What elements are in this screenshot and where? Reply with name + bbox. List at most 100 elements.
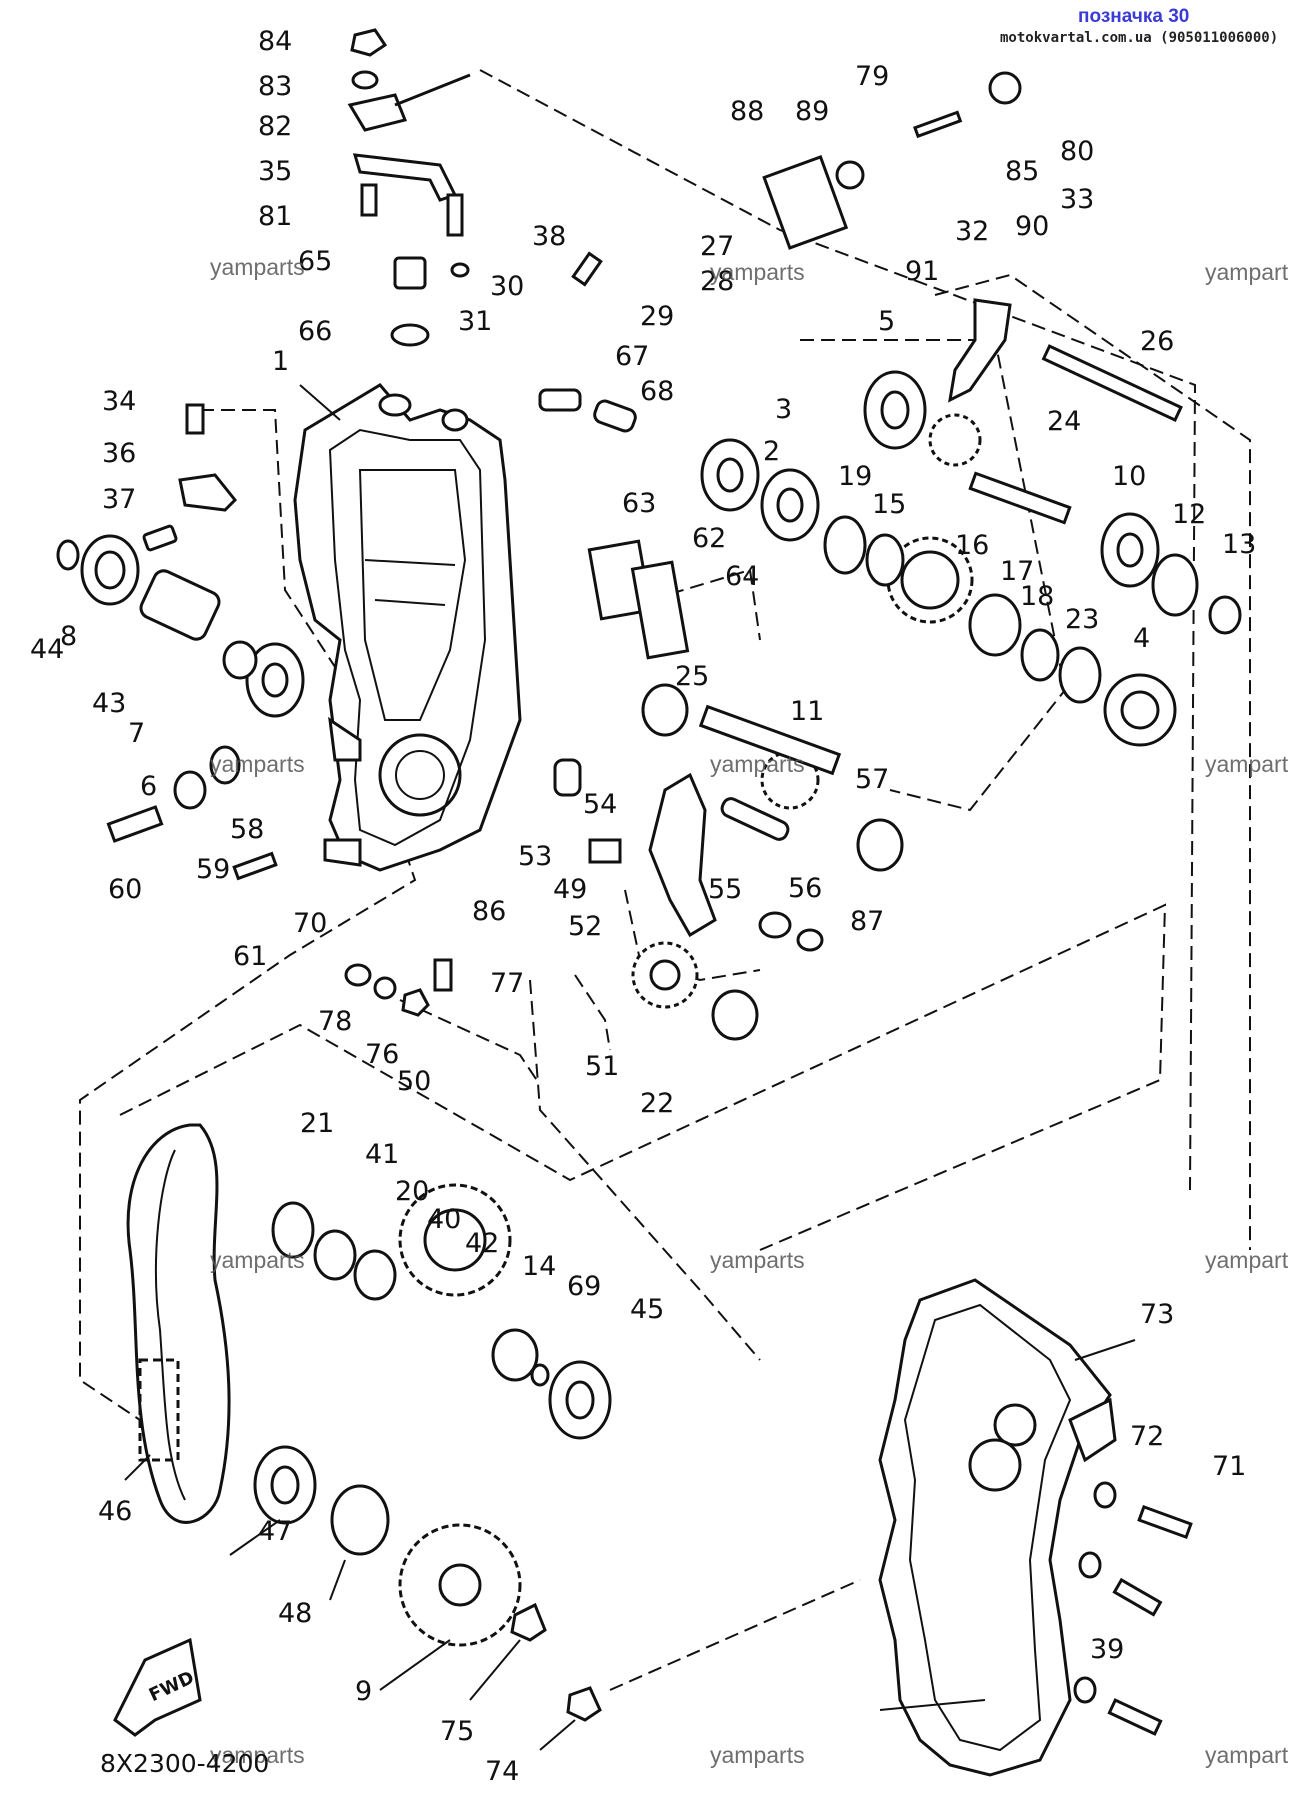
gear-50: [631, 941, 699, 1009]
part-label-45: 45: [630, 1294, 664, 1325]
washer-78: [373, 976, 397, 1000]
part-label-22: 22: [640, 1088, 674, 1119]
part-label-73: 73: [1140, 1299, 1174, 1330]
bush-45: [330, 1484, 390, 1556]
part-label-36: 36: [102, 438, 136, 469]
part-label-69: 69: [567, 1271, 601, 1302]
part-label-72: 72: [1130, 1421, 1164, 1452]
part-label-48: 48: [278, 1598, 312, 1629]
part-label-15: 15: [872, 489, 906, 520]
watermark: yamparts: [710, 1742, 805, 1768]
bolt-27: [571, 251, 603, 287]
part-label-57: 57: [855, 764, 889, 795]
fwd-arrow-icon: FWD: [113, 1637, 202, 1737]
part-label-62: 62: [692, 523, 726, 554]
cap-89: [835, 160, 865, 190]
part-label-6: 6: [140, 771, 157, 802]
bolt-54: [588, 838, 622, 864]
part-label-75: 75: [440, 1716, 474, 1747]
gear-case-cover: [878, 1278, 1117, 1777]
nut-47: [510, 1602, 547, 1642]
washer-55: [758, 911, 792, 939]
bolt-37: [142, 524, 178, 552]
part-label-84: 84: [258, 26, 292, 57]
part-label-74: 74: [485, 1756, 519, 1787]
part-label-35: 35: [258, 156, 292, 187]
part-label-88: 88: [730, 96, 764, 127]
ring-19a: [823, 515, 867, 575]
part-label-34: 34: [102, 386, 136, 417]
cap-80: [988, 71, 1022, 105]
bush-11: [856, 818, 904, 872]
shaft-43: [139, 569, 221, 641]
part-label-58: 58: [230, 814, 264, 845]
bearing-3: [700, 438, 760, 512]
bush-51: [711, 989, 759, 1041]
part-label-65: 65: [298, 246, 332, 277]
part-label-83: 83: [258, 71, 292, 102]
part-label-4: 4: [1133, 623, 1150, 654]
part-label-27: 27: [700, 231, 734, 262]
bracket-36: [178, 473, 238, 512]
bolt-74: [1137, 1504, 1193, 1540]
part-label-81: 81: [258, 201, 292, 232]
part-label-16: 16: [955, 530, 989, 561]
bolt-60: [232, 851, 278, 881]
leader-lines: [124, 384, 1136, 1751]
bearing-parts: [56, 370, 1242, 1556]
bearing-2: [760, 468, 820, 542]
part-label-76: 76: [365, 1039, 399, 1070]
part-label-63: 63: [622, 488, 656, 519]
gear-20: [398, 1183, 512, 1297]
part-label-8: 8: [60, 621, 77, 652]
part-label-46: 46: [98, 1496, 132, 1527]
part-label-31: 31: [458, 306, 492, 337]
part-label-20: 20: [395, 1176, 429, 1207]
part-label-70: 70: [293, 908, 327, 939]
part-label-61: 61: [233, 941, 267, 972]
hose-68: [593, 399, 637, 433]
part-label-13: 13: [1222, 529, 1256, 560]
part-label-51: 51: [585, 1051, 619, 1082]
gear-24: [928, 413, 1072, 525]
part-label-29: 29: [640, 301, 674, 332]
part-label-33: 33: [1060, 184, 1094, 215]
watermarks: yamparts yamparts yampart yamparts yampa…: [210, 254, 1289, 1768]
gear-46: [398, 1523, 522, 1647]
lever-82: [347, 73, 471, 132]
part-label-44: 44: [30, 634, 64, 665]
bolt-71: [1107, 1698, 1163, 1736]
part-label-89: 89: [795, 96, 829, 127]
watermark: yampart: [1205, 1247, 1289, 1273]
part-label-54: 54: [583, 789, 617, 820]
part-label-77: 77: [490, 968, 524, 999]
ring-14: [530, 1363, 550, 1387]
watermark: yampart: [1205, 1742, 1289, 1768]
part-label-23: 23: [1065, 604, 1099, 635]
nut-76: [401, 988, 430, 1017]
pin-79: [913, 110, 963, 139]
bush-4: [641, 683, 689, 737]
plate-62: [630, 560, 690, 660]
gasket-66: [390, 323, 430, 347]
part-label-28: 28: [700, 266, 734, 297]
ring-15: [865, 533, 905, 587]
fork-32: [948, 298, 1012, 403]
watermark: yamparts: [210, 254, 305, 280]
assembly-guide-lines: [79, 69, 1251, 1691]
part-label-80: 80: [1060, 136, 1094, 167]
ring-44: [56, 539, 80, 571]
bush-17: [968, 593, 1022, 657]
lever-35: [352, 153, 464, 237]
part-label-49: 49: [553, 874, 587, 905]
part-label-32: 32: [955, 216, 989, 247]
bolt-34: [185, 403, 205, 435]
part-label-79: 79: [855, 61, 889, 92]
part-label-12: 12: [1172, 499, 1206, 530]
part-label-2: 2: [763, 436, 780, 467]
part-label-43: 43: [92, 688, 126, 719]
part-label-42: 42: [465, 1228, 499, 1259]
shaft-26: [1041, 344, 1183, 423]
